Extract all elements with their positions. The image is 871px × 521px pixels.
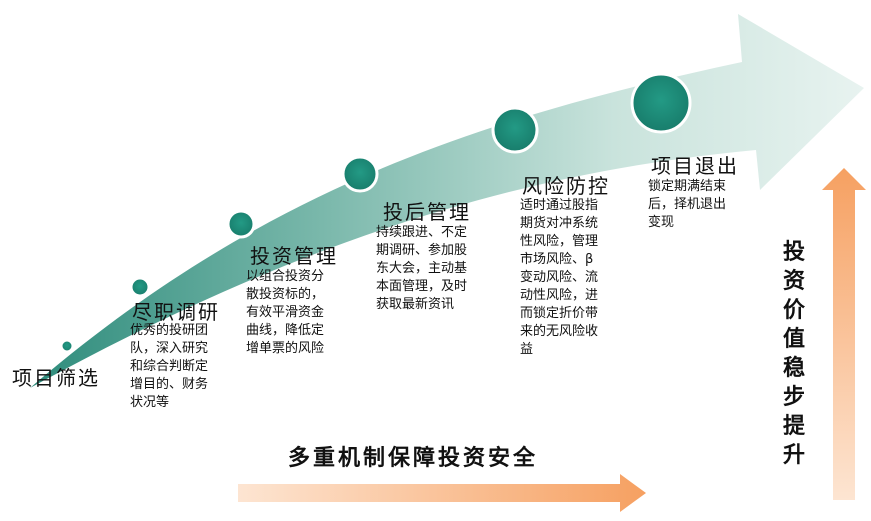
stage-node-3	[226, 209, 256, 239]
stage-node-4	[341, 155, 379, 193]
stage-desc-5: 适时通过股指 期货对冲系统 性风险，管理 市场风险、β 变动风险、流 动性风险，…	[520, 198, 599, 357]
stage-title-6: 项目退出	[651, 154, 739, 178]
vertical-label: 投资价值稳步提升	[782, 239, 805, 468]
stage-node-1	[59, 338, 75, 354]
bottom-label: 多重机制保障投资安全	[288, 445, 539, 471]
stage-desc-2: 优秀的投研团 队，深入研究 和综合判断定 增目的、财务 状况等	[130, 323, 209, 410]
bottom-arrow	[238, 474, 646, 512]
stage-node-6	[630, 72, 692, 134]
stage-node-5	[491, 106, 539, 154]
stage-title-2: 尽职调研	[132, 300, 220, 324]
stage-desc-4: 持续跟进、不定 期调研、参加股 东大会，主动基 本面管理，及时 获取最新资讯	[376, 225, 468, 312]
stage-node-2	[129, 276, 151, 298]
stage-desc-6: 锁定期满结束 后，择机退出 变现	[648, 179, 727, 230]
vertical-arrow	[822, 168, 866, 500]
stage-title-5: 风险防控	[522, 174, 610, 198]
stage-title-3: 投资管理	[250, 244, 338, 268]
stage-desc-3: 以组合投资分 散投资标的， 有效平滑资金 曲线，降低定 增单票的风险	[246, 269, 325, 356]
stage-title-4: 投后管理	[383, 200, 471, 224]
stage-title-1: 项目筛选	[12, 366, 100, 390]
